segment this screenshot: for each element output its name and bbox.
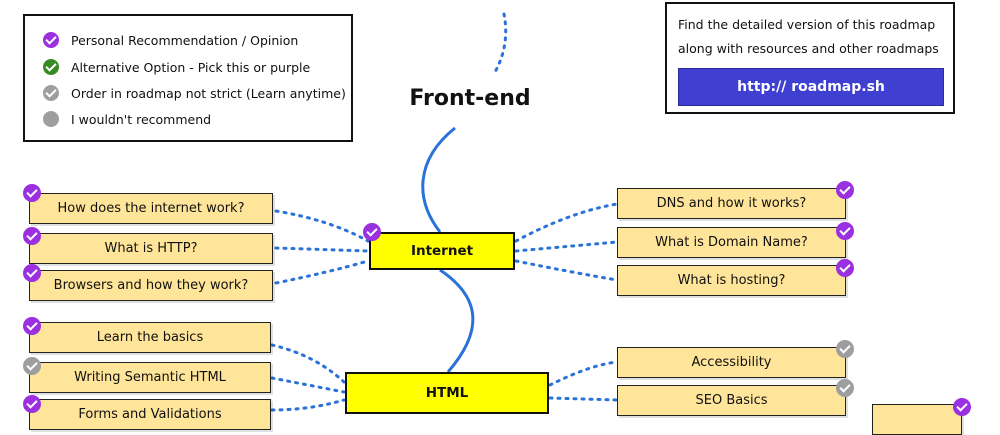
legend-label: Personal Recommendation / Opinion [71, 32, 299, 48]
topic-html[interactable]: HTML [345, 372, 549, 414]
subtopic-domain-name[interactable]: What is Domain Name? [617, 227, 846, 258]
partial-purple-check-icon [953, 398, 971, 416]
link-html-semantic [270, 376, 346, 394]
legend-item-order-not-strict: Order in roadmap not strict (Learn anyti… [43, 83, 346, 103]
info-line-1: Find the detailed version of this roadma… [678, 17, 936, 32]
subtopic-forms-validations[interactable]: Forms and Validations [29, 399, 271, 430]
legend-label: Order in roadmap not strict (Learn anyti… [71, 85, 346, 101]
link-html-basics [270, 343, 346, 384]
http-purple-check-icon [23, 227, 41, 245]
legend-item-alternative: Alternative Option - Pick this or purple [43, 57, 310, 77]
link-internet-dns [514, 202, 619, 243]
basics-purple-check-icon [23, 317, 41, 335]
spine-internet-html [439, 268, 475, 373]
legend-item-not-recommended: I wouldn't recommend [43, 109, 211, 129]
roadmap-title: Front-end [409, 86, 531, 111]
browsers-purple-check-icon [23, 264, 41, 282]
hosting-purple-check-icon [836, 259, 854, 277]
link-internet-how [274, 209, 370, 243]
link-internet-browsers [274, 259, 370, 285]
link-internet-domain [514, 240, 619, 253]
purple-check-icon [43, 32, 59, 48]
grey-circle-icon [43, 111, 59, 127]
link-html-accessibility [548, 360, 619, 387]
info-line-2: along with resources and other roadmaps [678, 41, 939, 56]
subtopic-accessibility[interactable]: Accessibility [617, 347, 846, 378]
seo-grey-check-icon [836, 379, 854, 397]
spine-title-internet [421, 126, 456, 233]
green-check-icon [43, 59, 59, 75]
legend-panel: Personal Recommendation / Opinion Altern… [23, 14, 353, 142]
subtopic-what-is-http[interactable]: What is HTTP? [29, 233, 273, 264]
subtopic-semantic-html[interactable]: Writing Semantic HTML [29, 362, 271, 393]
subtopic-hosting[interactable]: What is hosting? [617, 265, 846, 296]
subtopic-browsers[interactable]: Browsers and how they work? [29, 270, 273, 301]
subtopic-seo-basics[interactable]: SEO Basics [617, 385, 846, 416]
link-internet-hosting [514, 259, 619, 282]
internet-purple-check-icon [363, 223, 381, 241]
top-dotted-link [493, 12, 508, 74]
link-internet-http [274, 246, 370, 253]
subtopic-dns[interactable]: DNS and how it works? [617, 188, 846, 219]
subtopic-learn-basics[interactable]: Learn the basics [29, 322, 271, 353]
semantic-grey-check-icon [23, 357, 41, 375]
info-box: Find the detailed version of this roadma… [665, 2, 955, 114]
connector-lines [270, 12, 619, 412]
dns-purple-check-icon [836, 181, 854, 199]
legend-label: Alternative Option - Pick this or purple [71, 59, 311, 75]
legend-item-recommended: Personal Recommendation / Opinion [43, 30, 298, 50]
domain-purple-check-icon [836, 222, 854, 240]
how-internet-purple-check-icon [23, 184, 41, 202]
grey-check-icon [43, 85, 59, 101]
forms-purple-check-icon [23, 395, 41, 413]
legend-label: I wouldn't recommend [71, 111, 212, 127]
link-html-seo [548, 396, 619, 402]
roadmap-link-button[interactable]: http:// roadmap.sh [678, 68, 944, 106]
link-html-forms [270, 398, 346, 412]
accessibility-grey-check-icon [836, 340, 854, 358]
subtopic-how-internet-works[interactable]: How does the internet work? [29, 193, 273, 224]
topic-internet[interactable]: Internet [369, 232, 515, 270]
